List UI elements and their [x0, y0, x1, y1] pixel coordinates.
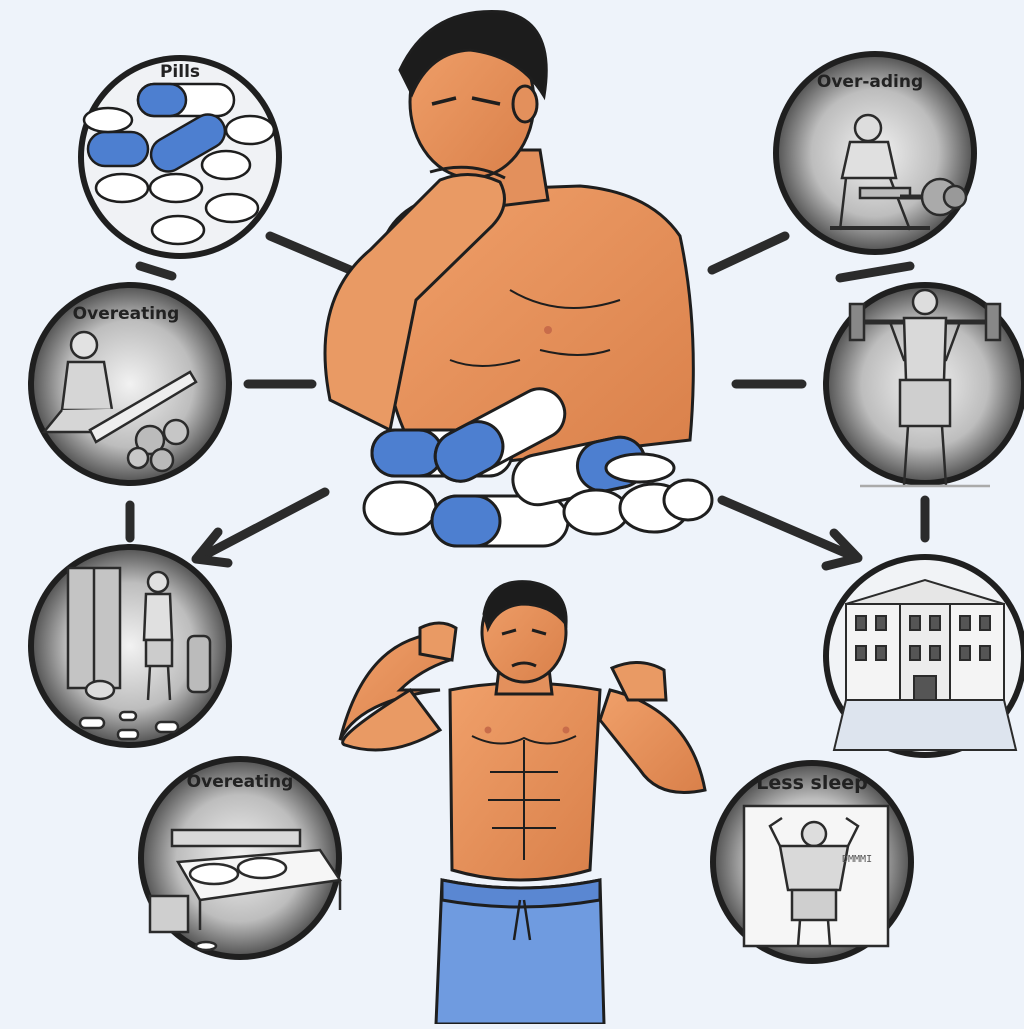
person-sitting-icon — [41, 330, 198, 473]
bed-icon — [148, 828, 343, 952]
arrow-right-down — [717, 495, 855, 560]
circle-less-sleep: DMMMI — [710, 760, 914, 964]
arrow-right-head — [821, 528, 863, 571]
flexing-man-icon — [338, 580, 707, 1026]
circle-label-less-sleep: Less sleep — [756, 772, 868, 794]
connector-overading-short — [835, 261, 915, 283]
circle-label-over-ading: Over-ading — [816, 72, 924, 92]
building-icon — [832, 578, 1018, 751]
central-pills-pile — [362, 387, 714, 548]
circle-pills — [78, 55, 282, 259]
circle-locker — [28, 544, 232, 748]
circle-label-overeating-bottom: Overeating — [186, 772, 294, 792]
weight-bench-icon — [830, 113, 968, 231]
barbell-lift-icon — [848, 288, 1002, 488]
locker-room-icon — [66, 566, 212, 741]
circle-building — [823, 554, 1024, 758]
pills-icon — [82, 82, 276, 246]
connector-pills-short — [135, 261, 177, 281]
circle-barbell — [823, 282, 1024, 488]
thinking-man-with-pills-icon — [323, 9, 714, 548]
connector-overading — [707, 231, 790, 275]
connector-pills — [265, 231, 360, 277]
circle-overeating-top — [28, 282, 232, 486]
arrow-left-down — [200, 487, 330, 560]
connector-lines — [125, 231, 930, 571]
arrow-left-head — [191, 527, 233, 568]
circle-overeating-bottom — [138, 756, 343, 960]
circle-label-overeating-top: Overeating — [72, 304, 180, 324]
svg-text:DMMMI: DMMMI — [842, 854, 872, 865]
circle-label-pills: Pills — [159, 62, 201, 82]
whiteboard-icon: DMMMI — [742, 804, 890, 948]
circle-over-ading — [773, 51, 977, 255]
